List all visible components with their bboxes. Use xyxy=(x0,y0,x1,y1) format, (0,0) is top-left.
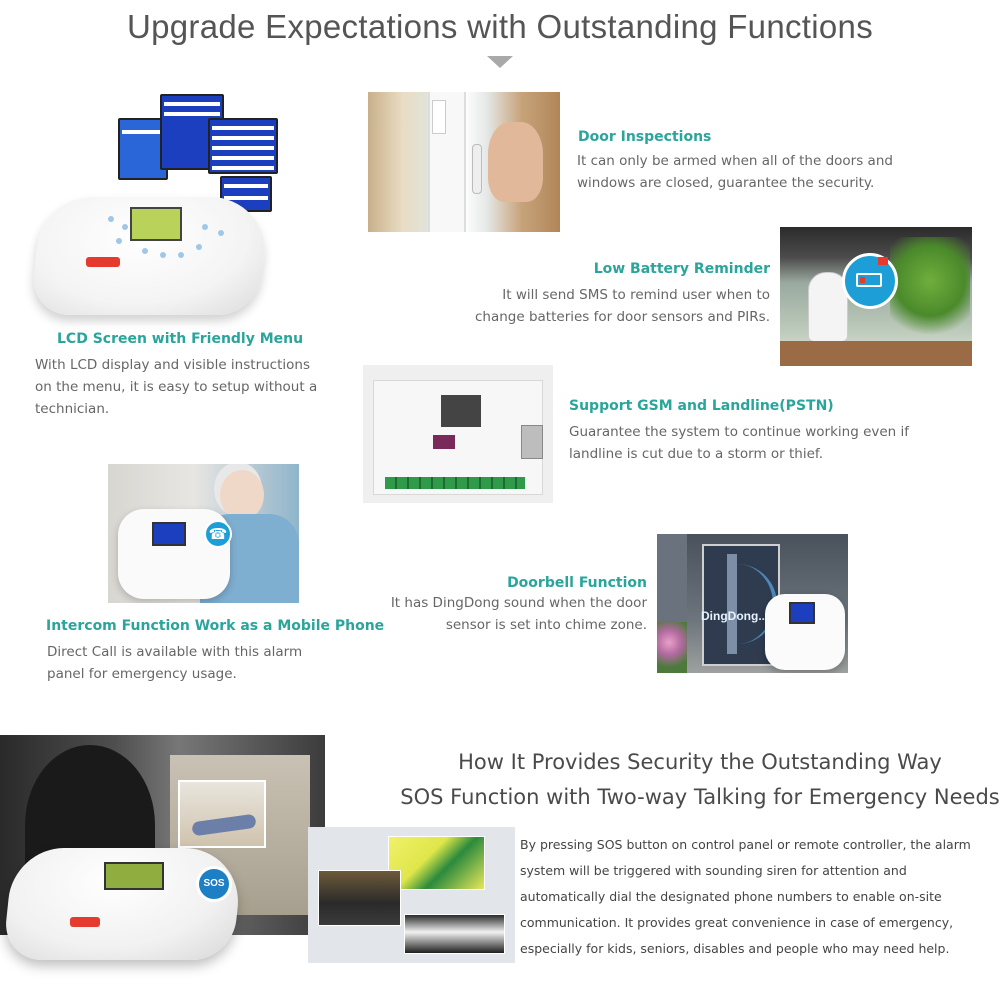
door-inspection-photo xyxy=(368,92,560,232)
phone-icon: ☎ xyxy=(204,520,232,548)
police-car-photo xyxy=(404,914,505,954)
pir-sensor-icon xyxy=(808,272,848,342)
intercom-desc: Direct Call is available with this alarm… xyxy=(47,644,303,682)
intercom-title: Intercom Function Work as a Mobile Phone xyxy=(46,618,385,634)
low-battery-desc-line1: It will send SMS to remind user when to xyxy=(502,287,770,303)
low-battery-title: Low Battery Reminder xyxy=(593,261,770,277)
doorbell-title: Doorbell Function xyxy=(507,575,647,591)
low-battery-photo xyxy=(780,227,972,366)
brand-logo xyxy=(86,257,120,267)
lcd-screen-title: LCD Screen with Friendly Menu xyxy=(57,331,304,347)
sim-slot-icon xyxy=(441,395,481,427)
low-battery-icon xyxy=(856,273,882,287)
page-title: Upgrade Expectations with Outstanding Fu… xyxy=(126,8,873,45)
low-battery-desc-line2: change batteries for door sensors and PI… xyxy=(474,309,770,325)
lcd-screen-desc: With LCD display and visible instruction… xyxy=(35,357,318,417)
lcd-screen xyxy=(104,862,164,890)
doorbell-desc-line2: sensor is set into chime zone. xyxy=(445,617,647,633)
sos-phone-icon: SOS xyxy=(196,866,232,902)
ambulance-photo xyxy=(388,836,485,890)
dingdong-label: DingDong... xyxy=(701,609,769,623)
gsm-board-photo xyxy=(363,365,553,503)
door-inspections-title: Door Inspections xyxy=(578,129,712,145)
intercom-photo: ☎ xyxy=(108,464,299,603)
fallen-person-photo xyxy=(178,780,266,848)
firefighters-photo xyxy=(318,870,401,926)
sos-description: By pressing SOS button on control panel … xyxy=(520,837,971,956)
doorbell-photo: DingDong... xyxy=(657,534,848,673)
door-sensor-icon xyxy=(432,100,446,134)
down-triangle-icon xyxy=(487,56,513,68)
lcd-screen xyxy=(130,207,182,241)
sos-heading-line1: How It Provides Security the Outstanding… xyxy=(458,750,942,774)
gsm-desc: Guarantee the system to continue working… xyxy=(569,424,910,462)
doorbell-desc-line1: It has DingDong sound when the door xyxy=(390,595,647,611)
lcd-panel-illustration xyxy=(29,92,320,322)
brand-logo xyxy=(70,917,100,927)
door-inspections-desc: It can only be armed when all of the doo… xyxy=(577,153,893,191)
sos-heading-line2: SOS Function with Two-way Talking for Em… xyxy=(400,785,1000,809)
gsm-title: Support GSM and Landline(PSTN) xyxy=(569,398,834,414)
